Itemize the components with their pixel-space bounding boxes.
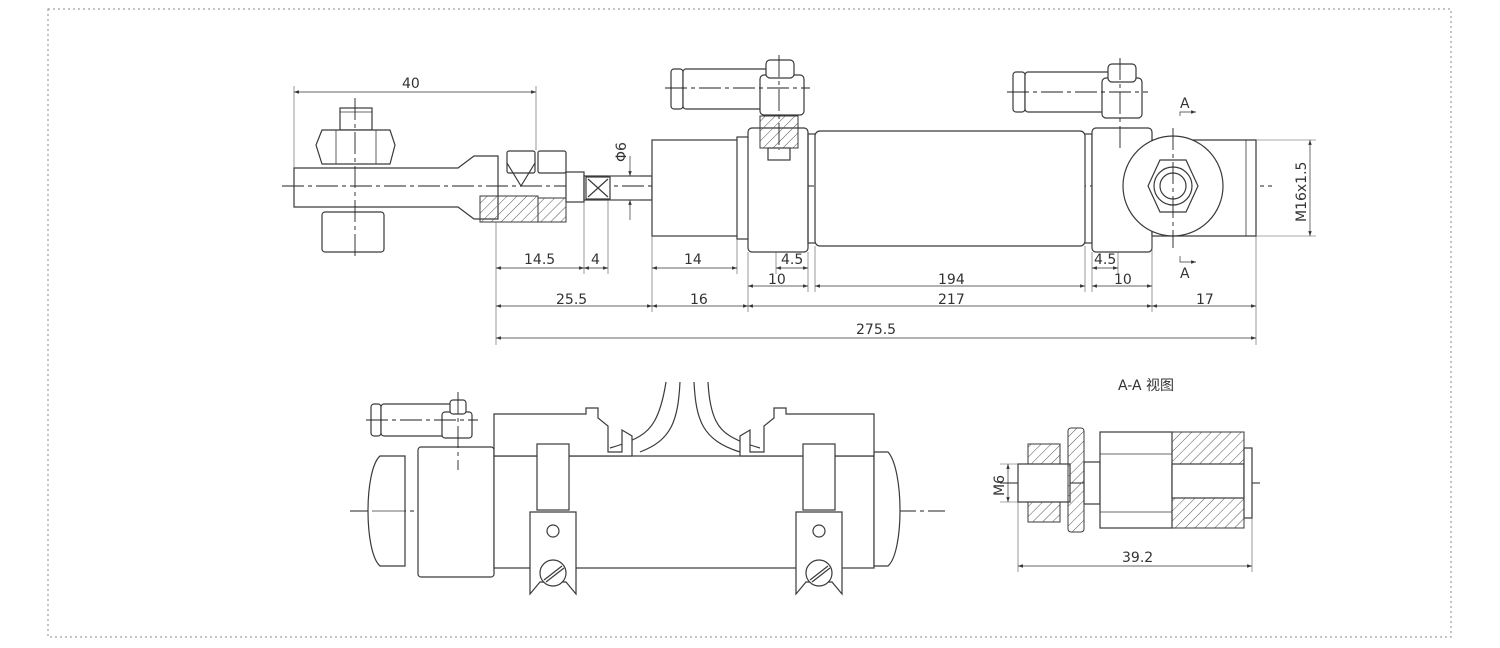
side-view: [350, 381, 945, 596]
section-view-title: A-A 视图: [1118, 378, 1174, 394]
hex-nut: [315, 129, 396, 165]
drawing-frame: [47, 8, 1452, 638]
dim-thread: M16x1.5: [1294, 162, 1310, 222]
dim-14: 14: [684, 252, 702, 268]
dim-10-rear: 10: [1114, 272, 1132, 288]
rod-end: [293, 155, 499, 220]
dim-phi6: Φ6: [614, 142, 630, 162]
dim-40: 40: [402, 76, 420, 92]
dim-4-5-front: 4.5: [781, 252, 803, 268]
dim-4: 4: [591, 252, 600, 268]
section-marker-top: A: [1180, 96, 1190, 112]
dim-m6: M6: [992, 475, 1008, 496]
dim-217: 217: [938, 292, 965, 308]
hex-body: [1099, 431, 1173, 529]
dim-16: 16: [690, 292, 708, 308]
dim-275-5: 275.5: [856, 322, 896, 338]
sensor: [670, 68, 684, 110]
section-marker-bottom: A: [1180, 266, 1190, 282]
section-view: A-A 视图 M6 39.2: [992, 378, 1262, 572]
front-cap: [651, 139, 739, 237]
pin-head: [321, 211, 385, 253]
dim-39-2: 39.2: [1122, 550, 1153, 566]
dim-194: 194: [938, 272, 965, 288]
dim-25-5: 25.5: [556, 292, 587, 308]
dim-10-front: 10: [768, 272, 786, 288]
top-view: A A 40 Φ6 M16x1.5 14: [282, 55, 1316, 345]
dim-17: 17: [1196, 292, 1214, 308]
dim-14-5: 14.5: [524, 252, 555, 268]
dim-4-5-rear: 4.5: [1094, 252, 1116, 268]
